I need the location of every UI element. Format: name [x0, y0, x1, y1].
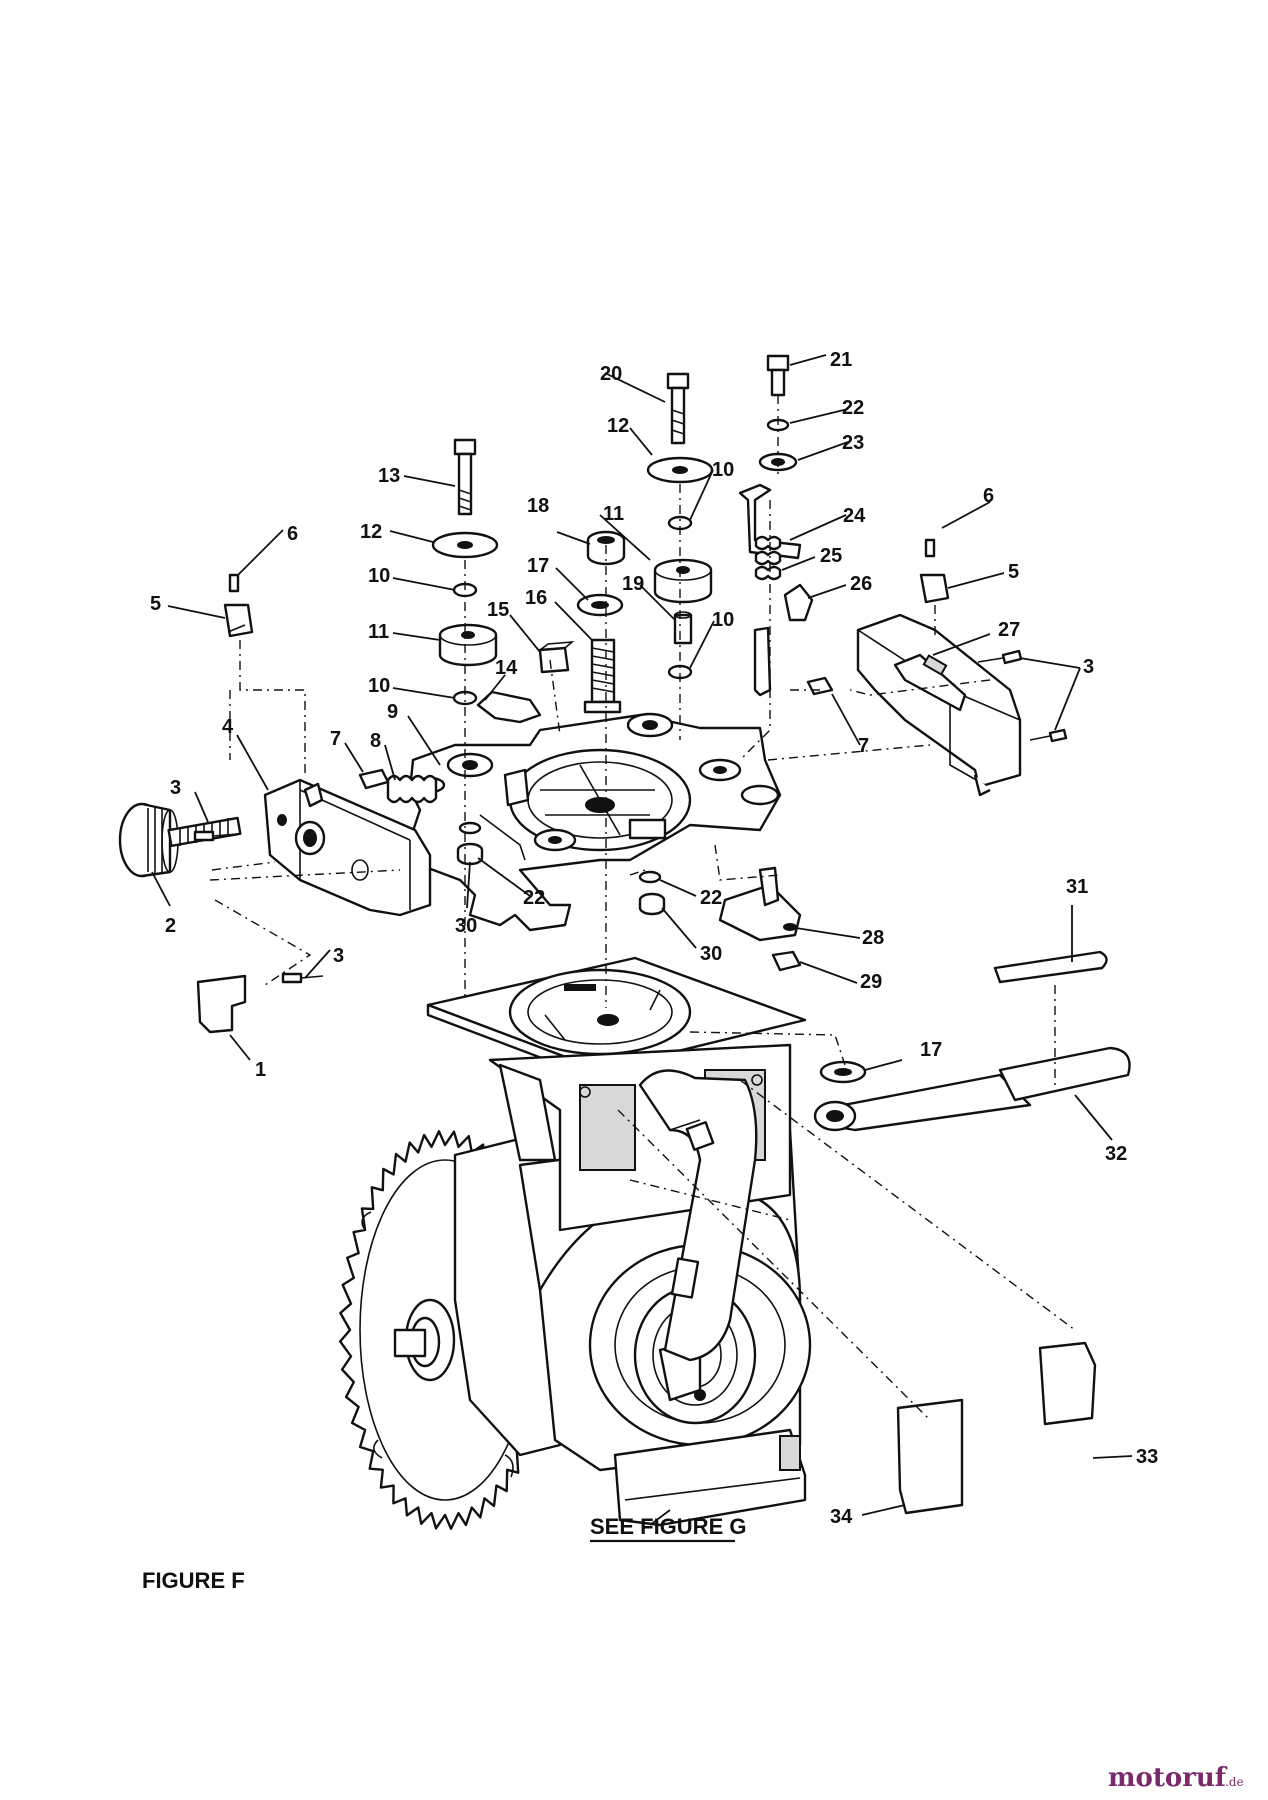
callout-16: 16	[525, 587, 547, 609]
callout-4: 4	[222, 716, 234, 738]
callout-10: 10	[712, 609, 734, 631]
callout-11: 11	[603, 503, 624, 525]
callout-11: 11	[368, 621, 389, 643]
callout-30: 30	[455, 915, 477, 937]
callout-3: 3	[333, 945, 344, 967]
callout-10: 10	[368, 565, 390, 587]
figure-labels: SEE FIGURE G FIGURE F motoruf .de	[142, 1514, 1244, 1793]
callout-22: 22	[700, 887, 722, 909]
callout-6: 6	[287, 523, 298, 545]
callout-8: 8	[370, 730, 381, 752]
callout-3: 3	[170, 777, 181, 799]
callout-26: 26	[850, 573, 872, 595]
callout-29: 29	[860, 971, 882, 993]
callout-24: 24	[843, 505, 866, 527]
callout-3: 3	[1083, 656, 1094, 678]
callout-17: 17	[920, 1039, 942, 1061]
callout-5: 5	[150, 593, 161, 615]
yoke-carriage	[426, 956, 807, 1362]
callout-33: 33	[1136, 1446, 1158, 1468]
callout-14: 14	[495, 657, 518, 679]
callout-30: 30	[700, 943, 722, 965]
callout-10: 10	[712, 459, 734, 481]
see-figure-g-label: SEE FIGURE G	[590, 1514, 746, 1539]
callout-22: 22	[523, 887, 545, 909]
callout-18: 18	[527, 495, 549, 517]
callout-6: 6	[983, 485, 994, 507]
callout-31: 31	[1066, 876, 1088, 898]
callout-9: 9	[387, 701, 398, 723]
callout-2: 2	[165, 915, 176, 937]
callout-12: 12	[360, 521, 382, 543]
callout-32: 32	[1105, 1143, 1127, 1165]
callout-34: 34	[830, 1506, 853, 1528]
callout-27: 27	[998, 619, 1020, 641]
callout-25: 25	[820, 545, 842, 567]
callout-21: 21	[830, 349, 852, 371]
leader-lines	[151, 354, 1133, 1526]
alignment-lines	[209, 395, 1076, 1421]
callout-7: 7	[330, 728, 341, 750]
watermark-brand: motoruf	[1108, 1763, 1228, 1793]
callout-22: 22	[842, 397, 864, 419]
callout-20: 20	[600, 363, 622, 385]
callout-19: 19	[622, 573, 644, 595]
callout-28: 28	[862, 927, 884, 949]
right-handle-housing	[856, 613, 1022, 797]
callout-23: 23	[842, 432, 864, 454]
lock-knob	[118, 802, 242, 878]
left-handle-housing	[263, 778, 432, 917]
callout-12: 12	[607, 415, 629, 437]
callout-13: 13	[378, 465, 400, 487]
callout-1: 1	[255, 1059, 266, 1081]
hardware	[193, 354, 1131, 1515]
callout-10: 10	[368, 675, 390, 697]
callout-17: 17	[527, 555, 549, 577]
figure-title: FIGURE F	[142, 1568, 245, 1593]
callout-7: 7	[858, 735, 869, 757]
callout-15: 15	[487, 599, 509, 621]
watermark-suffix: .de	[1225, 1775, 1244, 1789]
callout-numbers: 1 2 3 3 3 4 5 5 6 6 7 7 8 9 10 10 10 10 …	[150, 349, 1158, 1528]
callout-5: 5	[1008, 561, 1019, 583]
